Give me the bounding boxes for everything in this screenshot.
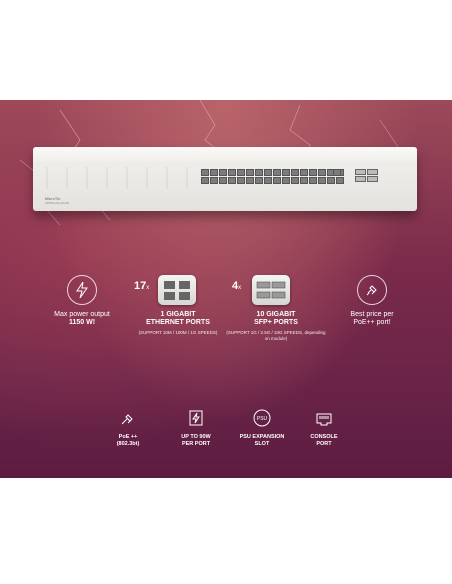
device-brand: MikroTik: [45, 197, 61, 201]
bottom-console-line1: CONSOLE: [310, 434, 338, 440]
console-port: [333, 169, 341, 176]
psu-icon: PSU: [252, 408, 272, 428]
feature-power-line1: Max power output: [54, 311, 110, 318]
ethernet-port-image: [158, 275, 196, 305]
feature-power: Max power output 1150 W!: [40, 275, 124, 327]
bottom-console-line2: PORT: [316, 440, 332, 447]
device-model: CRS326-24G-2S+RM: [45, 202, 70, 205]
console-port-icon: [314, 408, 334, 428]
feature-power-line2: 1150 W!: [68, 319, 96, 326]
device-top-lid: [33, 147, 417, 165]
feature-ethernet-line2: ETHERNET PORTS: [146, 319, 210, 326]
bottom-feature-psu: PSU PSU EXPANSION SLOT: [232, 408, 292, 447]
power-port-icon: [186, 408, 206, 428]
feature-sfp: 10 GIGABIT SFP+ PORTS (SUPPORT 1G / 2.5G…: [226, 311, 326, 341]
bottom-feature-console: CONSOLE PORT: [294, 408, 354, 447]
lightning-icon: [67, 275, 97, 305]
bottom-power-line1: UP TO 90W: [181, 434, 211, 440]
plug-icon: [118, 408, 138, 428]
sfp-port-group: [355, 169, 378, 182]
bottom-psu-line1: PSU EXPANSION: [239, 434, 285, 440]
vent-grille: [46, 167, 188, 189]
bottom-psu-line2: SLOT: [254, 440, 270, 447]
network-switch: MikroTik CRS326-24G-2S+RM: [33, 147, 417, 211]
feature-price-line2: PoE++ port!: [353, 319, 391, 326]
bottom-feature-poe: PoE ++ (802.3bt): [98, 408, 158, 447]
feature-sfp-line2: SFP+ PORTS: [254, 319, 298, 326]
bottom-feature-power: UP TO 90W PER PORT: [166, 408, 226, 447]
feature-row: Max power output 1150 W! 17x 1 GIGABIT E…: [0, 275, 452, 365]
feature-price: Best price per PoE++ port!: [330, 275, 414, 327]
svg-text:PSU: PSU: [257, 416, 268, 422]
feature-ethernet: 1 GIGABIT ETHERNET PORTS (SUPPORT 10M / …: [130, 311, 226, 336]
plug-icon: [357, 275, 387, 305]
feature-sfp-note: (SUPPORT 1G / 2.5G / 10G SPEEDS, dependi…: [226, 330, 326, 341]
feature-ethernet-line1: 1 GIGABIT: [160, 311, 196, 318]
feature-price-line1: Best price per: [350, 311, 394, 318]
rj45-port-group-1: [201, 169, 272, 184]
sfp-port-image: [252, 275, 290, 305]
feature-sfp-line1: 10 GIGABIT: [256, 311, 296, 318]
sfp-count: 4x: [232, 280, 242, 292]
bottom-power-line2: PER PORT: [181, 440, 211, 447]
bottom-poe-line1: PoE ++: [118, 434, 138, 440]
rj45-port-group-2: [273, 169, 344, 184]
ethernet-count: 17x: [134, 280, 150, 292]
product-banner: MikroTik CRS326-24G-2S+RM Max power outp…: [0, 100, 452, 478]
feature-ethernet-note: (SUPPORT 10M / 100M / 1G SPEEDS): [138, 330, 218, 335]
bottom-poe-line2: (802.3bt): [116, 440, 140, 447]
